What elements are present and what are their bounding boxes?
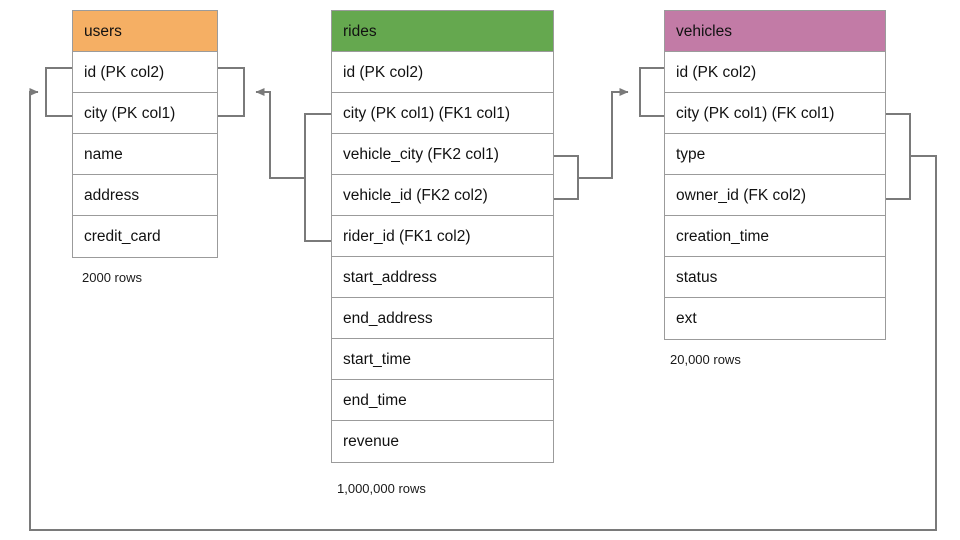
column-vehicles-status[interactable]: status (665, 257, 885, 298)
table-users-title: users (73, 11, 217, 52)
column-rides-id[interactable]: id (PK col2) (332, 52, 553, 93)
column-rides-vehicle-id[interactable]: vehicle_id (FK2 col2) (332, 175, 553, 216)
column-users-city[interactable]: city (PK col1) (73, 93, 217, 134)
column-rides-vehicle-city[interactable]: vehicle_city (FK2 col1) (332, 134, 553, 175)
users-left-bracket (45, 67, 72, 117)
column-users-credit-card[interactable]: credit_card (73, 216, 217, 257)
column-vehicles-type[interactable]: type (665, 134, 885, 175)
vehicles-left-bracket (639, 67, 664, 117)
column-users-name[interactable]: name (73, 134, 217, 175)
column-vehicles-creation-time[interactable]: creation_time (665, 216, 885, 257)
rides-left-bracket (304, 113, 331, 242)
column-rides-revenue[interactable]: revenue (332, 421, 553, 462)
column-rides-rider-id[interactable]: rider_id (FK1 col2) (332, 216, 553, 257)
vehicles-row-count: 20,000 rows (670, 352, 741, 367)
table-users[interactable]: users id (PK col2) city (PK col1) name a… (72, 10, 218, 258)
column-vehicles-ext[interactable]: ext (665, 298, 885, 339)
table-vehicles-title: vehicles (665, 11, 885, 52)
rides-right-bracket (554, 155, 579, 200)
column-vehicles-owner-id[interactable]: owner_id (FK col2) (665, 175, 885, 216)
rides-row-count: 1,000,000 rows (337, 481, 426, 496)
vehicles-right-bracket (886, 113, 911, 200)
column-users-id[interactable]: id (PK col2) (73, 52, 217, 93)
table-rides-title: rides (332, 11, 553, 52)
column-users-address[interactable]: address (73, 175, 217, 216)
wire-rides-to-vehicles (578, 88, 629, 179)
users-right-bracket (218, 67, 245, 117)
column-vehicles-city[interactable]: city (PK col1) (FK col1) (665, 93, 885, 134)
column-vehicles-id[interactable]: id (PK col2) (665, 52, 885, 93)
wire-rides-to-users (255, 88, 305, 179)
column-rides-end-time[interactable]: end_time (332, 380, 553, 421)
column-rides-end-address[interactable]: end_address (332, 298, 553, 339)
column-rides-start-address[interactable]: start_address (332, 257, 553, 298)
table-vehicles[interactable]: vehicles id (PK col2) city (PK col1) (FK… (664, 10, 886, 340)
table-rides[interactable]: rides id (PK col2) city (PK col1) (FK1 c… (331, 10, 554, 463)
column-rides-start-time[interactable]: start_time (332, 339, 553, 380)
column-rides-city[interactable]: city (PK col1) (FK1 col1) (332, 93, 553, 134)
users-row-count: 2000 rows (82, 270, 142, 285)
